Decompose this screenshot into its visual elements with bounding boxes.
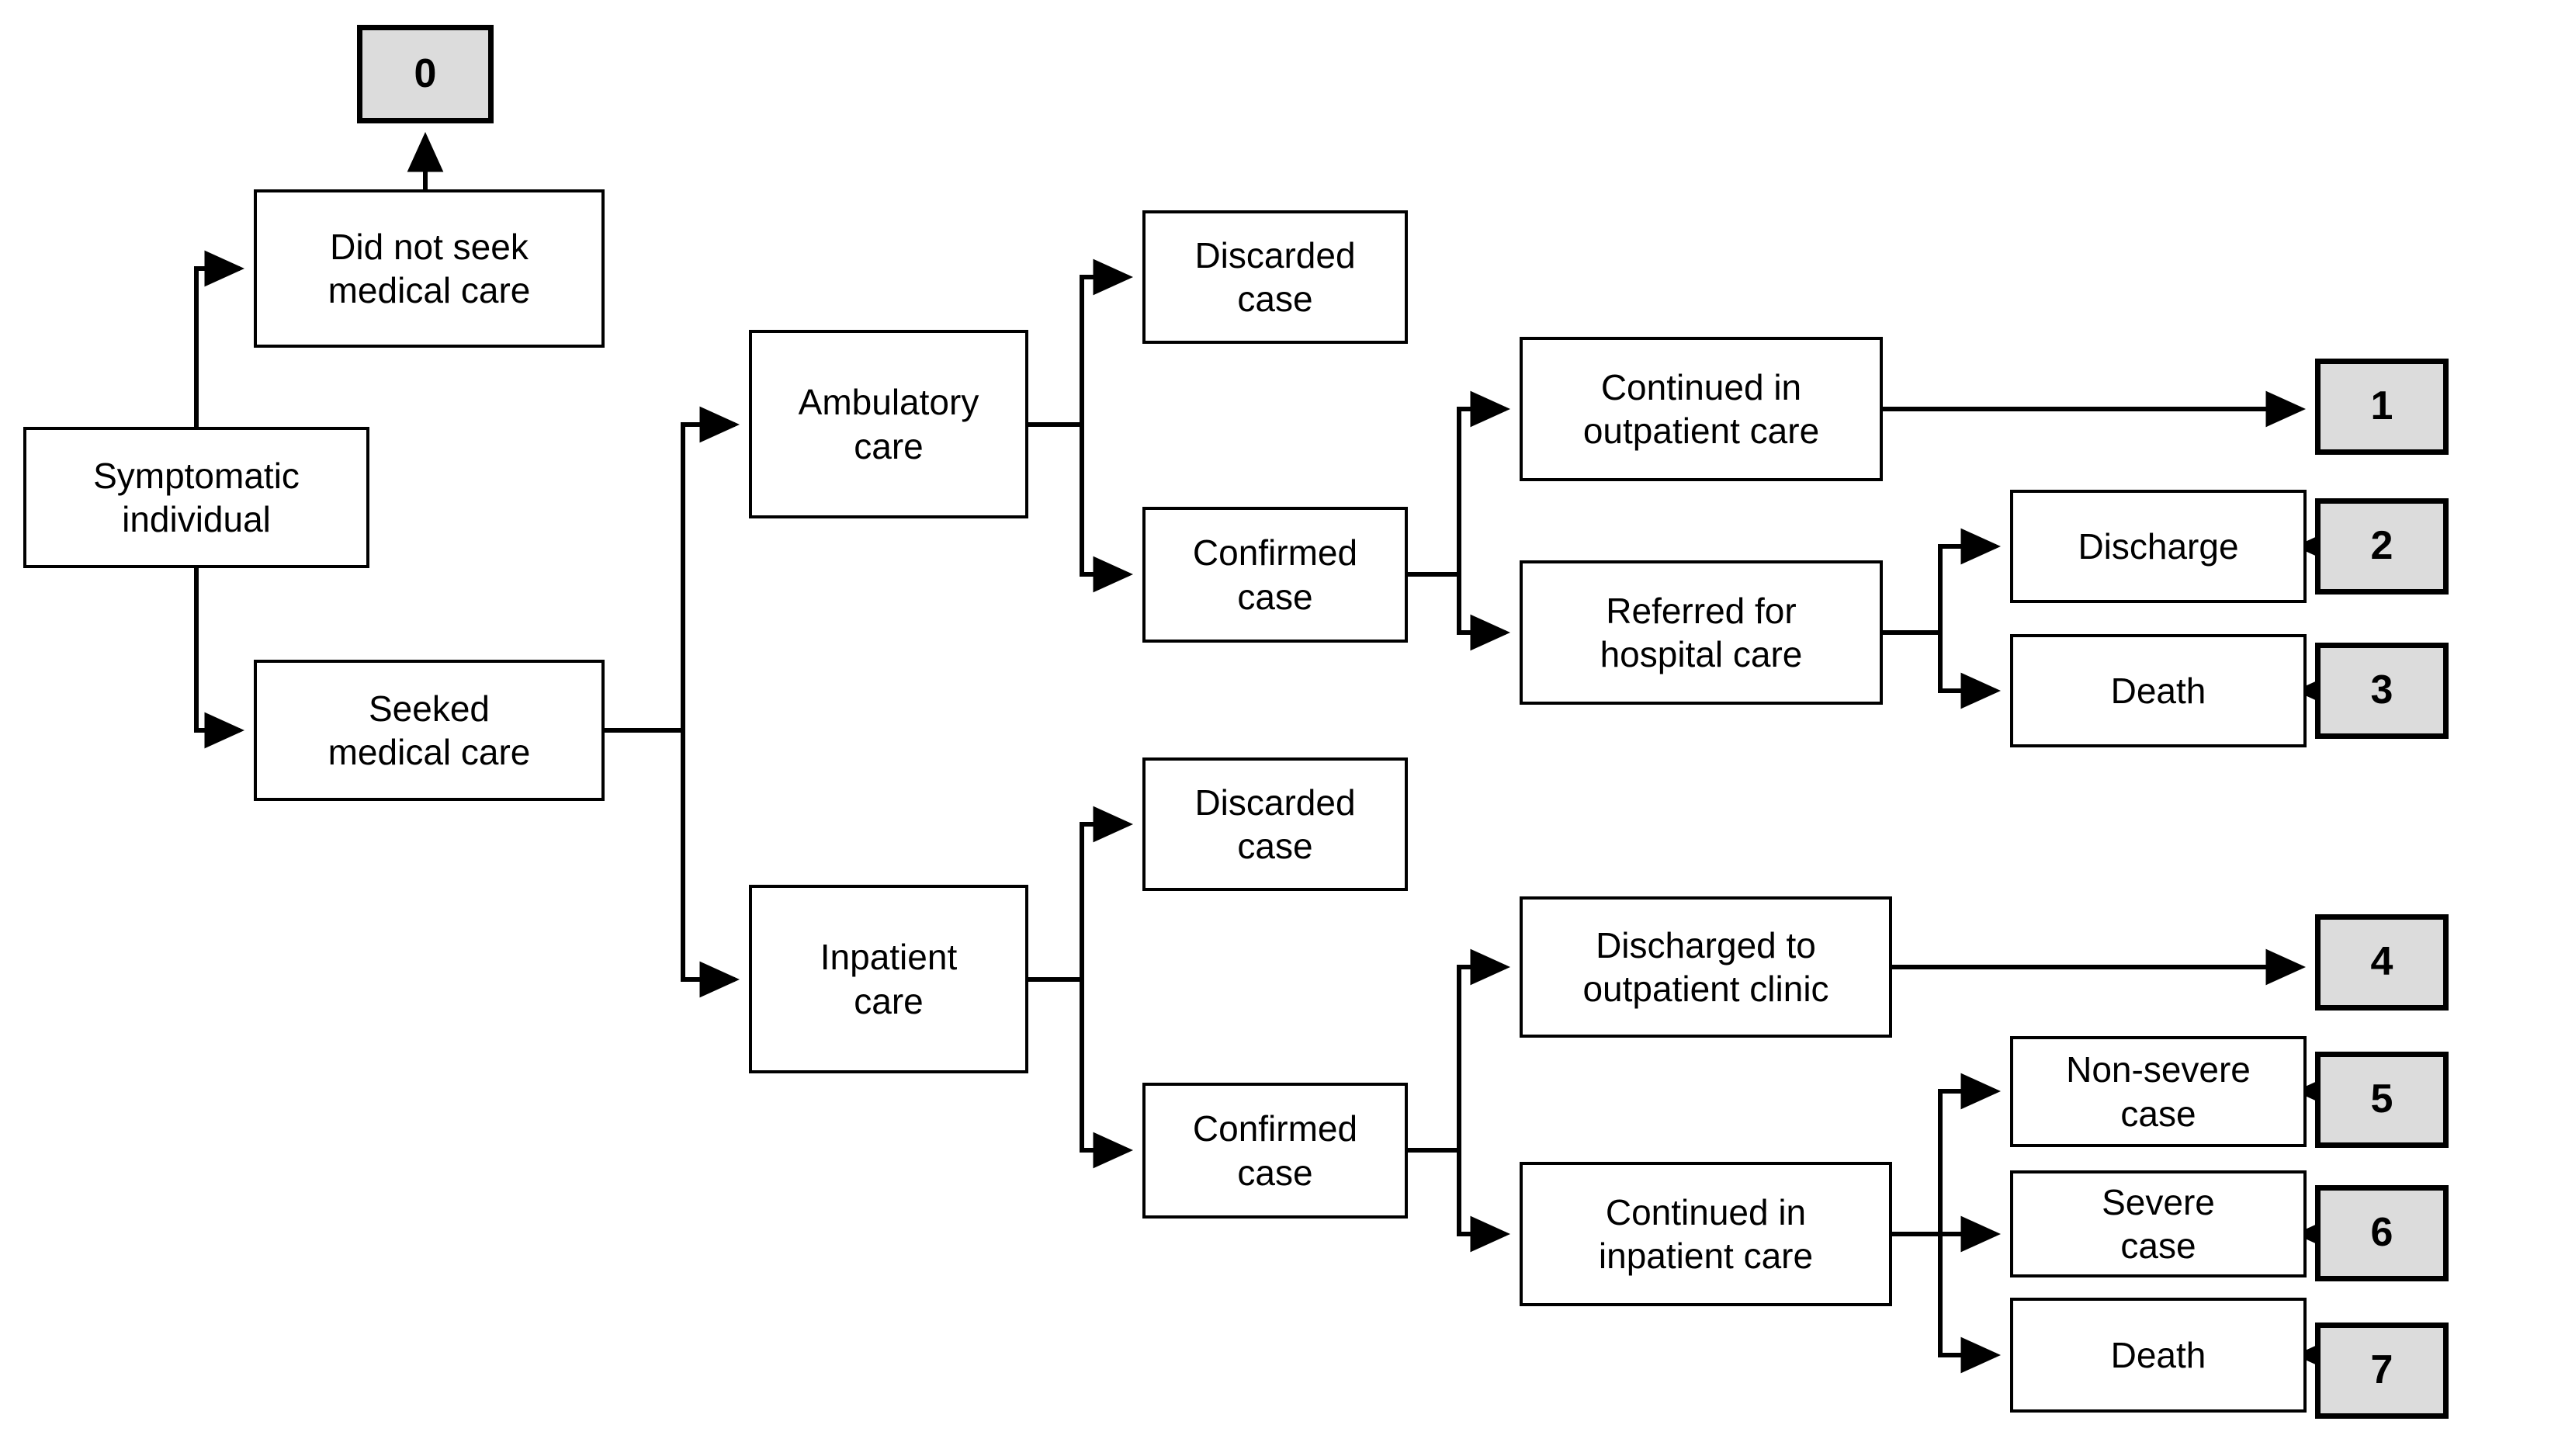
node-label: Inpatient care <box>820 937 958 1021</box>
node-outcome-2[interactable]: 2 <box>2315 498 2449 595</box>
node-label: 5 <box>2370 1076 2393 1122</box>
edge-inpatient-to-confirmed <box>1080 979 1134 1169</box>
node-label: 2 <box>2370 523 2393 569</box>
node-label: Continued in inpatient care <box>1598 1191 1814 1276</box>
edge-continued-inpatient-to-death <box>1938 1234 2002 1374</box>
node-non-severe-case[interactable]: Non-severe case <box>2010 1036 2307 1147</box>
edge-referred-to-death-top <box>1938 633 2002 709</box>
node-referred-for-hospital-care[interactable]: Referred for hospital care <box>1520 560 1883 705</box>
edge-continued-inpatient-to-nonsevere <box>1892 1073 2002 1236</box>
node-discharge[interactable]: Discharge <box>2010 490 2307 603</box>
node-outcome-3[interactable]: 3 <box>2315 643 2449 739</box>
node-label: Discharged to outpatient clinic <box>1582 924 1829 1009</box>
edge-ambulatory-to-discarded <box>1028 258 1134 427</box>
edge-symptomatic-to-seeked <box>194 568 245 749</box>
node-seeked-medical-care[interactable]: Seeked medical care <box>254 660 605 801</box>
node-death-inpatient[interactable]: Death <box>2010 1298 2307 1413</box>
node-label: Seeked medical care <box>328 688 531 772</box>
node-outcome-1[interactable]: 1 <box>2315 359 2449 455</box>
node-continued-in-inpatient-care[interactable]: Continued in inpatient care <box>1520 1162 1892 1306</box>
node-label: Referred for hospital care <box>1600 590 1803 674</box>
node-outcome-4[interactable]: 4 <box>2315 914 2449 1011</box>
edge-referred-to-discharge <box>1883 528 2002 635</box>
edge-confirmed-to-discharged-clinic <box>1408 948 1511 1153</box>
node-label: 4 <box>2370 939 2393 985</box>
node-label: Severe case <box>2102 1181 2215 1266</box>
node-label: Continued in outpatient care <box>1582 366 1820 451</box>
node-symptomatic-individual[interactable]: Symptomatic individual <box>23 427 369 568</box>
node-continued-in-outpatient-care[interactable]: Continued in outpatient care <box>1520 337 1883 481</box>
node-inpatient-care[interactable]: Inpatient care <box>749 885 1028 1073</box>
node-discharged-to-outpatient-clinic[interactable]: Discharged to outpatient clinic <box>1520 896 1892 1038</box>
node-discarded-case-ambulatory[interactable]: Discarded case <box>1142 210 1408 344</box>
node-label: Non-severe case <box>2066 1049 2251 1134</box>
node-outcome-0[interactable]: 0 <box>357 25 494 123</box>
node-label: Confirmed case <box>1192 532 1358 617</box>
node-ambulatory-care[interactable]: Ambulatory care <box>749 330 1028 518</box>
node-outcome-5[interactable]: 5 <box>2315 1052 2449 1148</box>
node-label: 6 <box>2370 1210 2393 1256</box>
edge-confirmed-to-referred-hospital <box>1457 574 1511 651</box>
node-outcome-6[interactable]: 6 <box>2315 1185 2449 1281</box>
node-label: 7 <box>2370 1347 2393 1393</box>
node-label: 0 <box>414 50 437 96</box>
node-confirmed-case-inpatient[interactable]: Confirmed case <box>1142 1083 1408 1219</box>
node-confirmed-case-ambulatory[interactable]: Confirmed case <box>1142 507 1408 643</box>
edge-confirmed-to-continued-outpatient <box>1408 390 1511 577</box>
edge-inpatient-to-discarded <box>1028 806 1134 982</box>
node-label: Did not seek medical care <box>328 226 531 310</box>
node-label: Discharge <box>2078 525 2239 567</box>
node-did-not-seek-medical-care[interactable]: Did not seek medical care <box>254 189 605 348</box>
node-label: 3 <box>2370 667 2393 713</box>
edge-seeked-to-ambulatory <box>605 406 740 733</box>
node-death-hospital[interactable]: Death <box>2010 634 2307 747</box>
edge-confirmed-to-continued-inpatient <box>1457 1150 1511 1253</box>
node-outcome-7[interactable]: 7 <box>2315 1323 2449 1419</box>
node-label: Discarded case <box>1194 782 1356 866</box>
node-label: Confirmed case <box>1192 1108 1358 1193</box>
edge-seeked-to-inpatient <box>681 730 740 998</box>
node-label: Death <box>2110 1334 2206 1375</box>
node-label: 1 <box>2370 383 2393 429</box>
node-label: Symptomatic individual <box>93 455 300 539</box>
node-discarded-case-inpatient[interactable]: Discarded case <box>1142 757 1408 891</box>
node-label: Ambulatory care <box>798 382 979 466</box>
node-label: Discarded case <box>1194 234 1356 319</box>
edge-ambulatory-to-confirmed <box>1080 425 1134 593</box>
node-severe-case[interactable]: Severe case <box>2010 1170 2307 1277</box>
edge-symptomatic-to-did-not-seek <box>194 250 245 427</box>
node-label: Death <box>2110 670 2206 711</box>
